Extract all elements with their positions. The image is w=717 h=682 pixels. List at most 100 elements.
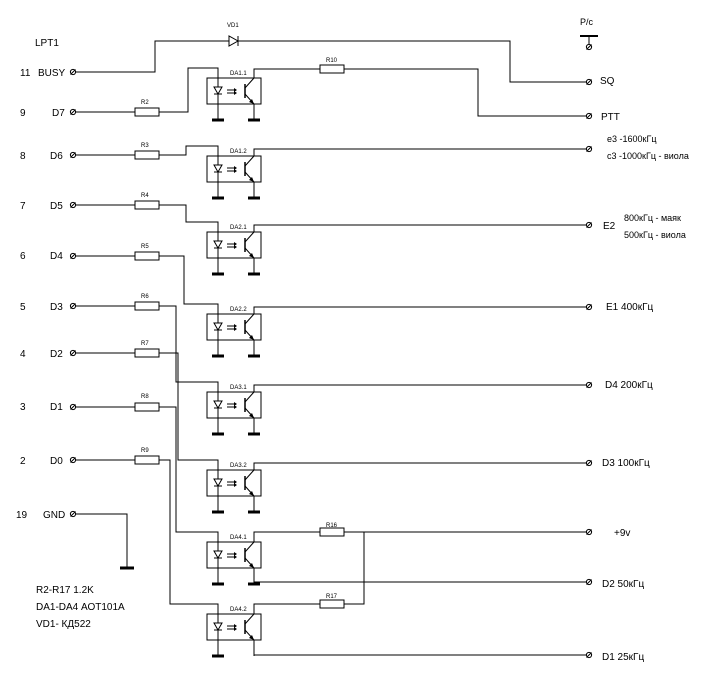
resistor [134, 251, 160, 261]
output-label: D3 100кГц [602, 458, 650, 469]
transistor-icon [244, 77, 255, 89]
wire [238, 40, 586, 83]
wire [159, 459, 219, 614]
output-label: е3 -1600кГц [607, 134, 657, 144]
transistor-icon [249, 563, 254, 568]
output-label: D4 200кГц [605, 380, 653, 391]
light-arrow-icon [234, 324, 237, 328]
resistor-label: R4 [141, 193, 149, 199]
optocoupler [206, 391, 262, 434]
output-label: E1 400кГц [606, 302, 653, 313]
pin-number: 2 [20, 456, 26, 467]
transistor-icon [249, 413, 254, 418]
resistor-label: R9 [141, 448, 149, 454]
wire [159, 145, 219, 156]
note-optocouplers: DA1-DA4 АОТ101А [36, 602, 125, 613]
pin-name: D7 [52, 108, 65, 119]
terminal [586, 113, 592, 119]
transistor-icon [249, 177, 254, 182]
resistor [134, 107, 160, 117]
pin-name: D5 [50, 201, 63, 212]
transistor-icon [244, 313, 255, 325]
optocoupler-label: DA2.1 [230, 225, 247, 231]
wire [253, 68, 320, 78]
pin-name: D6 [50, 151, 63, 162]
resistor-label: R3 [141, 143, 149, 149]
diode-icon [228, 35, 240, 47]
radio-label: Р/с [580, 17, 594, 27]
note-resistors: R2-R17 1.2K [36, 585, 94, 596]
transistor-icon [244, 155, 255, 167]
wire [344, 68, 586, 117]
resistor [134, 301, 160, 311]
wire [253, 603, 320, 614]
output-label: E2 [603, 221, 616, 232]
pin-number: 6 [20, 251, 26, 262]
pin-number: 19 [16, 510, 28, 521]
terminal [70, 511, 76, 517]
resistor [319, 64, 345, 74]
light-arrow-icon [234, 242, 237, 246]
light-arrow-icon [234, 88, 237, 92]
resistor [134, 348, 160, 358]
output-label: D2 50кГц [602, 579, 644, 590]
pin-number: 11 [20, 68, 31, 79]
output-label: 800кГц - маяк [624, 213, 681, 223]
light-arrow-icon [234, 624, 237, 628]
optocoupler [206, 613, 262, 656]
light-arrow-icon [234, 405, 237, 409]
resistor-label: R7 [141, 341, 149, 347]
output-label: SQ [600, 76, 615, 87]
pin-number: 8 [20, 151, 26, 162]
wire [159, 255, 219, 314]
optocoupler-label: DA1.2 [230, 149, 247, 155]
transistor-icon [244, 469, 255, 481]
optocoupler [206, 231, 262, 274]
terminal [586, 44, 592, 50]
terminal [70, 202, 76, 208]
light-arrow-icon [234, 245, 237, 249]
terminal [70, 350, 76, 356]
light-arrow-icon [234, 169, 237, 173]
wire [253, 148, 586, 156]
transistor-icon [249, 99, 254, 104]
output-label: +9v [614, 528, 630, 539]
connector-label: LPT1 [35, 38, 59, 49]
transistor-icon [249, 635, 254, 640]
terminal [70, 404, 76, 410]
wire [159, 406, 219, 542]
resistor [134, 200, 160, 210]
pin-number: 7 [20, 201, 26, 212]
optocoupler-label: DA3.1 [230, 385, 247, 391]
transistor-icon [244, 613, 255, 625]
wire [253, 224, 586, 232]
terminal [586, 579, 592, 585]
output-label: 500кГц - виола [624, 230, 686, 240]
pin-name: D1 [50, 402, 63, 413]
output-label: D1 25кГц [602, 652, 644, 663]
wire [253, 462, 586, 470]
wire [253, 640, 586, 656]
terminal [70, 303, 76, 309]
wire [253, 384, 586, 392]
terminal [70, 109, 76, 115]
optocoupler [206, 155, 262, 198]
wire [253, 568, 586, 583]
terminal [586, 460, 592, 466]
wire [159, 305, 219, 392]
pin-number: 9 [20, 108, 26, 119]
transistor-icon [249, 253, 254, 258]
resistor-label: R2 [141, 100, 149, 106]
resistor [319, 527, 345, 537]
pin-name: GND [43, 510, 65, 521]
terminal [586, 146, 592, 152]
optocoupler-label: DA4.1 [230, 535, 247, 541]
terminal [70, 457, 76, 463]
light-arrow-icon [234, 402, 237, 406]
pin-number: 5 [20, 302, 26, 313]
resistor [319, 599, 345, 609]
pin-number: 4 [20, 349, 26, 360]
terminal [586, 382, 592, 388]
